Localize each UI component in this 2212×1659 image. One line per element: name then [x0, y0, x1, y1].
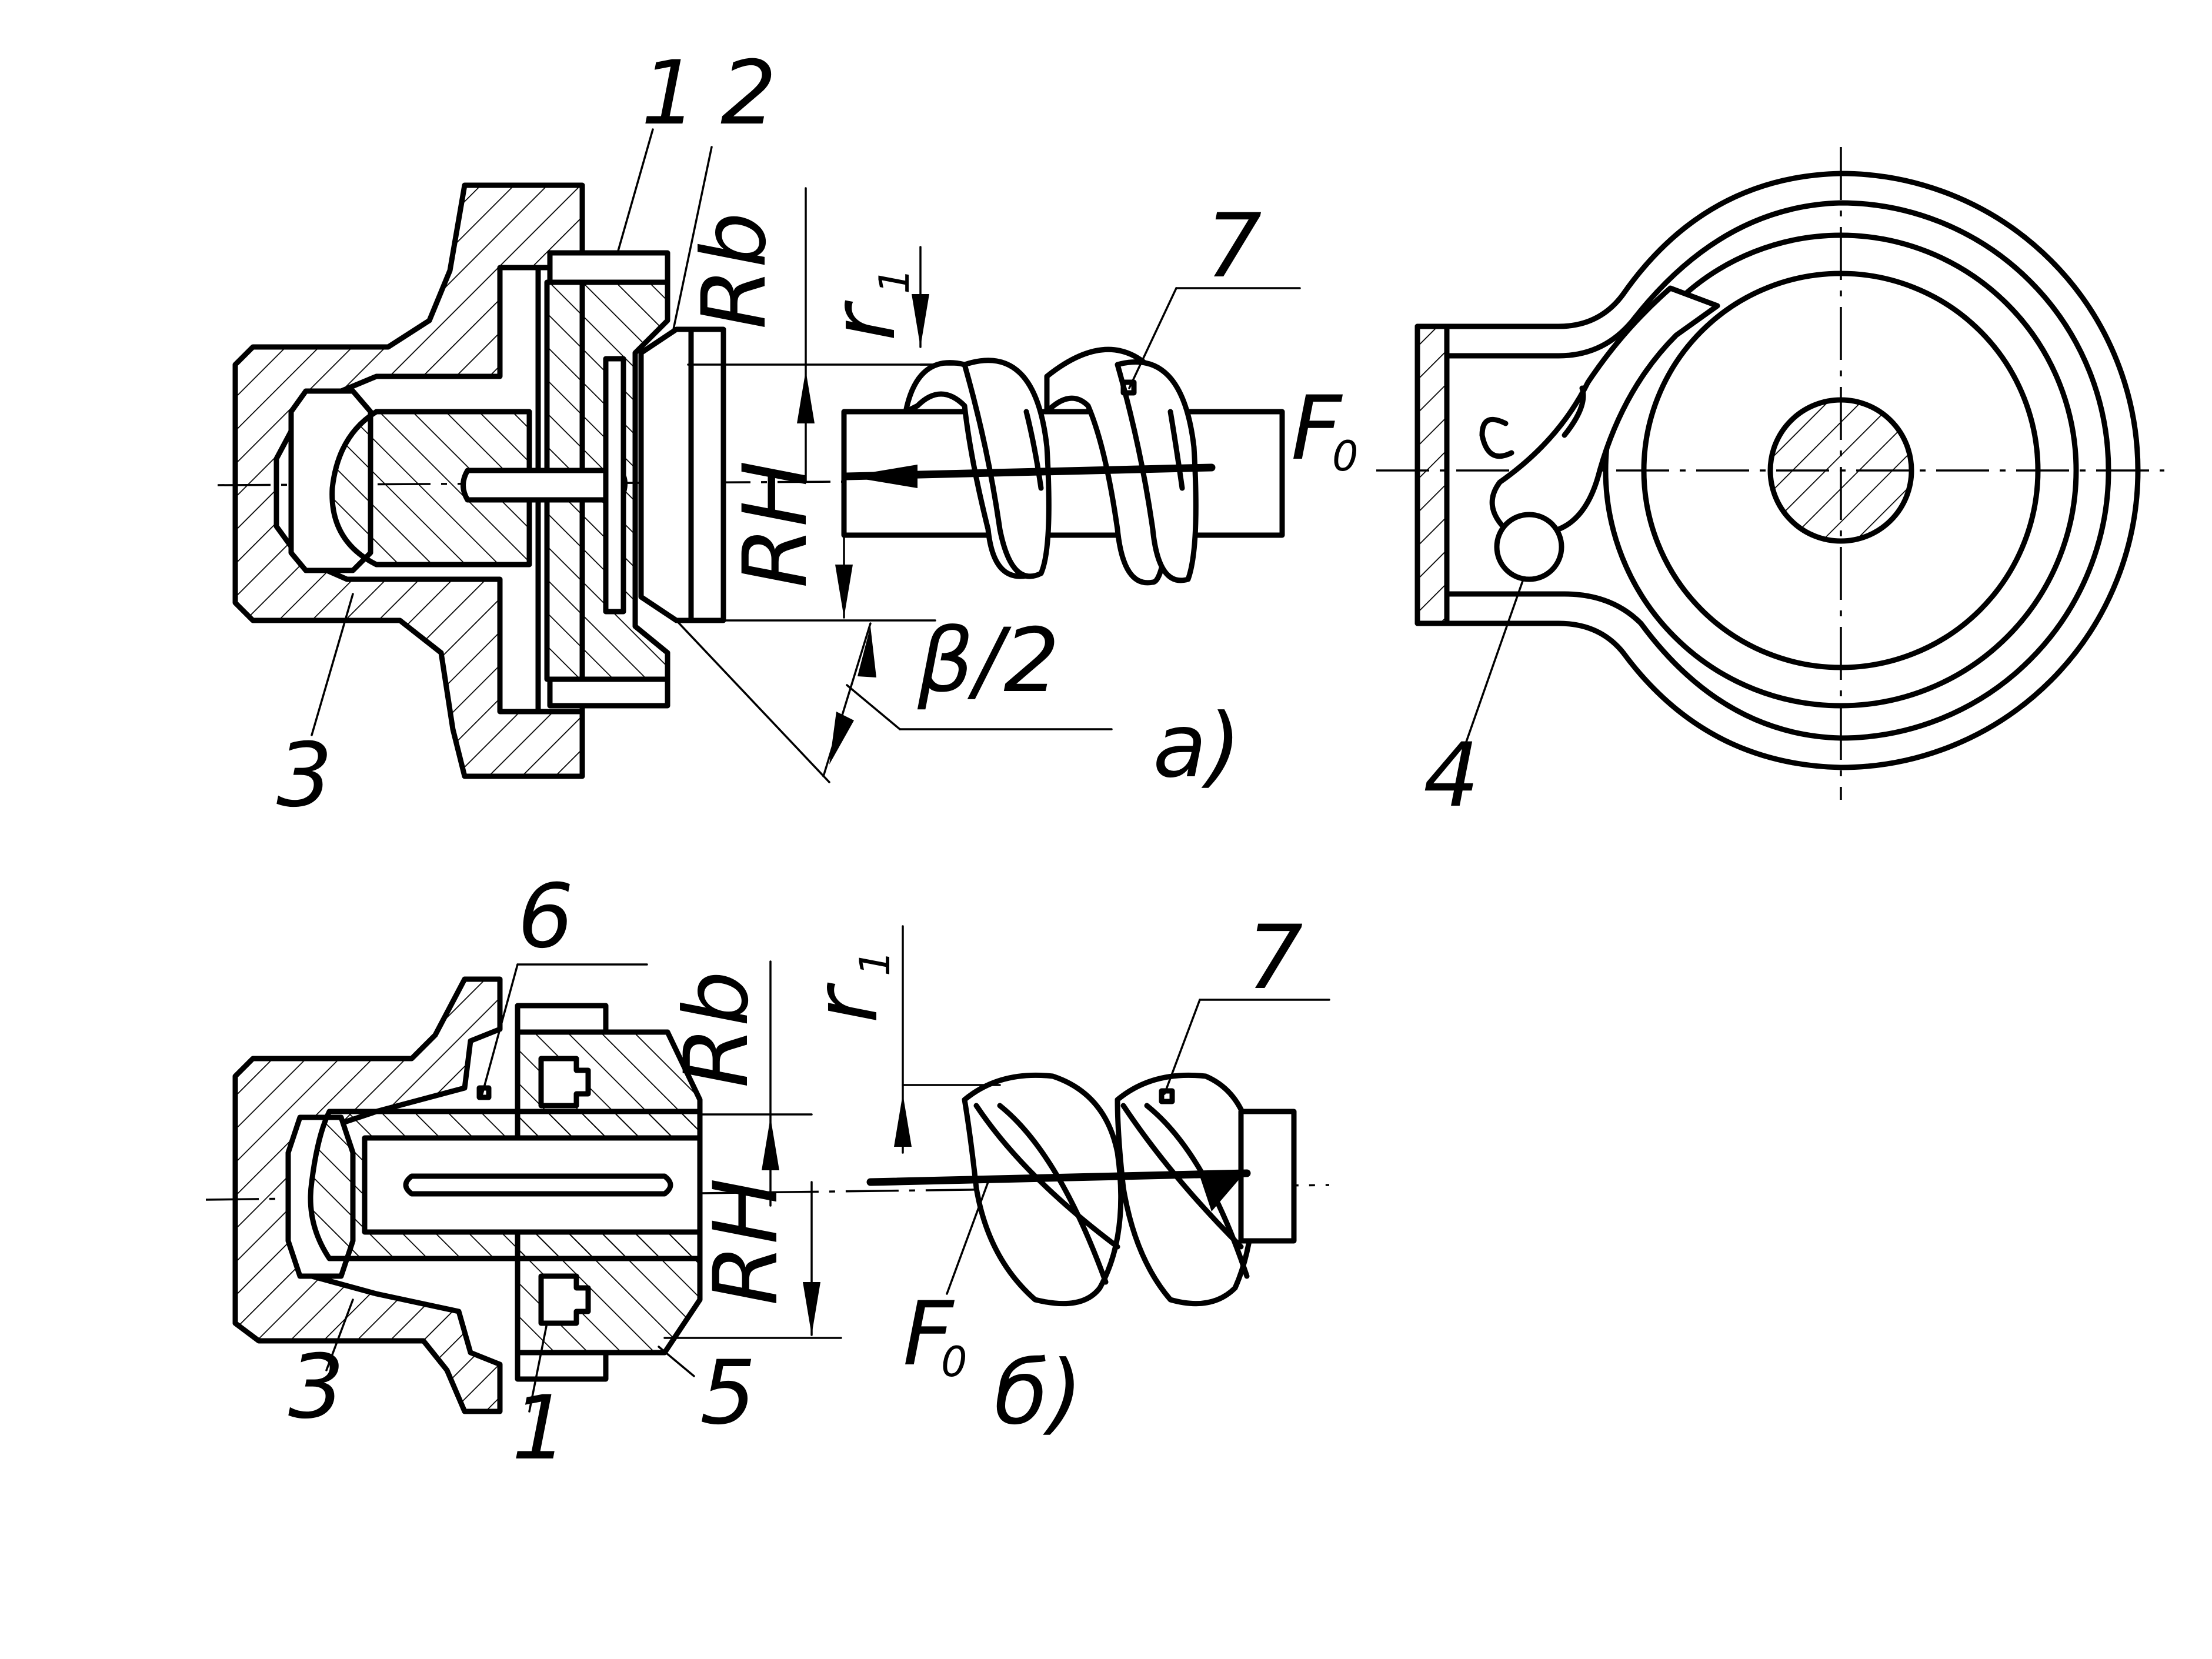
label-f0-sub-a: 0	[1332, 432, 1359, 480]
rh-arrow-down	[835, 565, 853, 617]
rb-arrow-up	[797, 370, 815, 423]
rh-arrow-down-b	[803, 1282, 820, 1335]
label-7-a: 7	[1206, 195, 1262, 298]
ratchet-wheel	[1641, 271, 2041, 670]
label-7-b: 7	[1247, 907, 1303, 1009]
label-4: 4	[1423, 725, 1479, 827]
leader-3-b	[325, 1299, 354, 1371]
beta-line	[675, 619, 830, 783]
pawl-spring	[1479, 385, 1586, 459]
ratchet-outer-housing	[1414, 171, 2141, 770]
nut-plate-top	[515, 1003, 609, 1035]
spring-coils-b	[962, 1072, 1297, 1307]
leader-6-b	[481, 963, 519, 1095]
ratchet-view: 4	[1376, 147, 2164, 827]
label-rb-b: Rb	[666, 971, 768, 1088]
label-f0-b: F	[903, 1283, 955, 1386]
label-rh-b: RH	[695, 1178, 798, 1306]
label-1-a: 1	[641, 42, 697, 145]
caption-a: a)	[1153, 695, 1241, 797]
leader-f0-b	[946, 1181, 989, 1295]
label-r1-sub-a: 1	[870, 268, 919, 294]
leader-4	[1463, 578, 1524, 748]
face-flange	[638, 326, 726, 623]
leader-7-a	[1128, 287, 1177, 389]
figure-b-assembly: 6 7 3 1 5 Rb RH r 1 F 0 б)	[205, 866, 1330, 1480]
leader-7-b	[1163, 999, 1201, 1095]
label-3-b: 3	[288, 1336, 344, 1438]
bearing-slot-top	[538, 1056, 591, 1109]
leader-1-a	[616, 128, 654, 254]
spring-mark-b	[1159, 1088, 1175, 1104]
label-rb-a: Rb	[683, 212, 786, 329]
leader-1-b	[528, 1322, 548, 1413]
label-r1-sub-b: 1	[851, 950, 899, 976]
caption-b: б)	[994, 1342, 1083, 1444]
leader-3-a	[311, 593, 354, 736]
label-f0-a: F	[1291, 378, 1343, 480]
label-6-b: 6	[518, 866, 573, 968]
r1-arrow	[912, 294, 929, 347]
label-f0-sub-b: 0	[941, 1338, 967, 1386]
label-r1-a: r	[813, 300, 915, 341]
label-3-a: 3	[276, 725, 332, 827]
key-b	[362, 1135, 703, 1235]
nut-plate-bottom	[515, 1350, 609, 1382]
collar-plate-lower	[547, 676, 670, 709]
label-1-b: 1	[512, 1377, 568, 1480]
beta-arrow-down	[829, 712, 854, 765]
label-beta-a: β/2	[917, 610, 1060, 712]
leader-2-a	[672, 146, 713, 331]
ratchet-housing-inner	[1444, 200, 2111, 741]
key-pin	[461, 468, 628, 503]
f0-arrow-line-b	[866, 1169, 1251, 1186]
label-r1-b: r	[795, 982, 898, 1023]
f0-arrowhead-b	[1200, 1170, 1247, 1211]
housing-3-b	[232, 976, 503, 1414]
disc-1	[603, 356, 626, 615]
figure-a-assembly: 1 2 3 7 Rb RH r 1 F 0 β/2 a)	[217, 42, 1359, 827]
ratchet-ring	[1603, 232, 2079, 709]
r1-arrow-b	[894, 1094, 912, 1147]
spring-coils-a	[903, 346, 1199, 586]
label-5-b: 5	[700, 1342, 756, 1444]
f0-arrowhead-a	[847, 465, 918, 488]
label-2-a: 2	[720, 42, 776, 145]
label-rh-a: RH	[725, 460, 827, 588]
beta-arrow-up	[858, 626, 876, 677]
nut-mark-b	[476, 1085, 492, 1100]
collar-plate-upper	[547, 250, 670, 285]
pawl-pivot	[1494, 512, 1564, 582]
ratchet-shaft-section	[1767, 397, 1914, 544]
rb-arrow-up-b	[762, 1117, 779, 1170]
key-slot-b	[403, 1173, 673, 1197]
spindle-ball	[329, 409, 532, 568]
spring-mark-a	[1120, 379, 1137, 396]
bearing-slot-bottom	[538, 1273, 591, 1326]
pawl	[1489, 285, 1720, 532]
leader-5-b	[658, 1346, 695, 1377]
ratchet-base-plate	[1414, 323, 1450, 626]
beta-leader	[846, 684, 901, 730]
